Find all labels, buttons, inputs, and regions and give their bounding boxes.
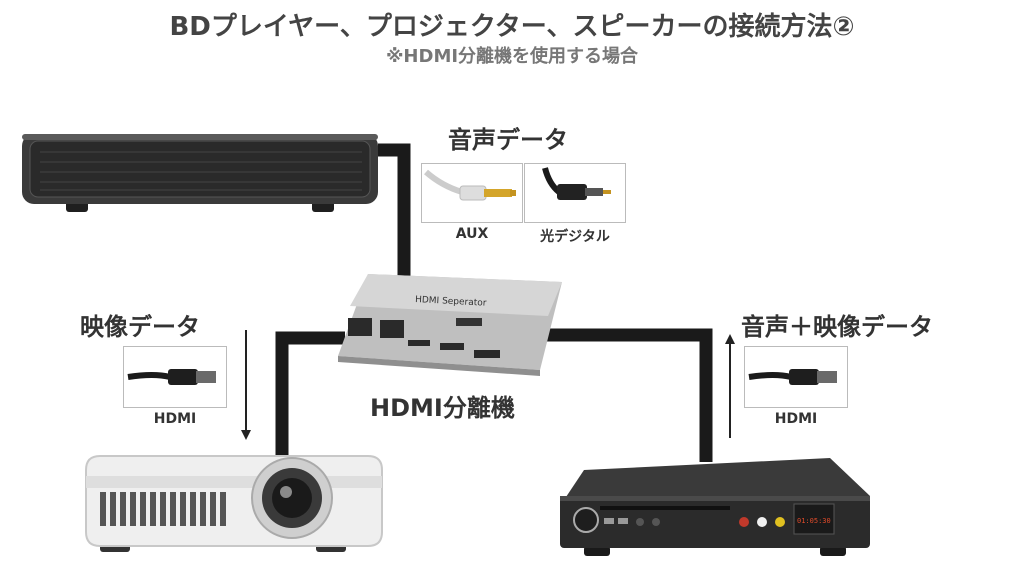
optical-label: 光デジタル — [540, 229, 610, 245]
cable-speaker-splitter — [378, 143, 411, 285]
projector-icon — [85, 455, 383, 552]
video-data-label: 映像データ — [80, 313, 200, 341]
splitter-brand-text: HDMI Seperator — [415, 295, 487, 309]
hdmi-left-label: HDMI — [153, 411, 197, 427]
hdmi-splitter-icon: HDMI Seperator — [338, 274, 562, 376]
page-subtitle: ※HDMI分離機を使用する場合 — [385, 46, 639, 67]
optical-cable-thumbnail — [524, 163, 626, 223]
aux-cable-thumbnail — [421, 163, 523, 223]
cable-splitter-player — [540, 328, 713, 462]
arrow-down-icon — [241, 330, 251, 440]
hdmi-cable-thumbnail-left — [123, 346, 227, 408]
bd-player-icon: 01:05:30 — [560, 458, 870, 556]
audio-data-label: 音声データ — [448, 126, 568, 154]
audio-video-data-label: 音声＋映像データ — [741, 313, 933, 341]
player-time-display: 01:05:30 — [797, 517, 831, 525]
splitter-label: HDMI分離機 — [370, 394, 515, 422]
aux-label: AUX — [455, 226, 489, 242]
cable-splitter-projector — [275, 331, 345, 462]
hdmi-plug-icon — [127, 369, 216, 385]
optical-plug-icon — [542, 167, 611, 200]
cables — [275, 143, 713, 462]
page-title: BDプレイヤー、プロジェクター、スピーカーの接続方法② — [169, 12, 855, 42]
speaker-bar-icon — [22, 134, 378, 212]
hdmi-right-label: HDMI — [774, 411, 818, 427]
hdmi-plug-icon — [748, 369, 837, 385]
aux-plug-icon — [424, 169, 516, 201]
hdmi-cable-thumbnail-right — [744, 346, 848, 408]
arrow-up-icon — [725, 334, 735, 438]
